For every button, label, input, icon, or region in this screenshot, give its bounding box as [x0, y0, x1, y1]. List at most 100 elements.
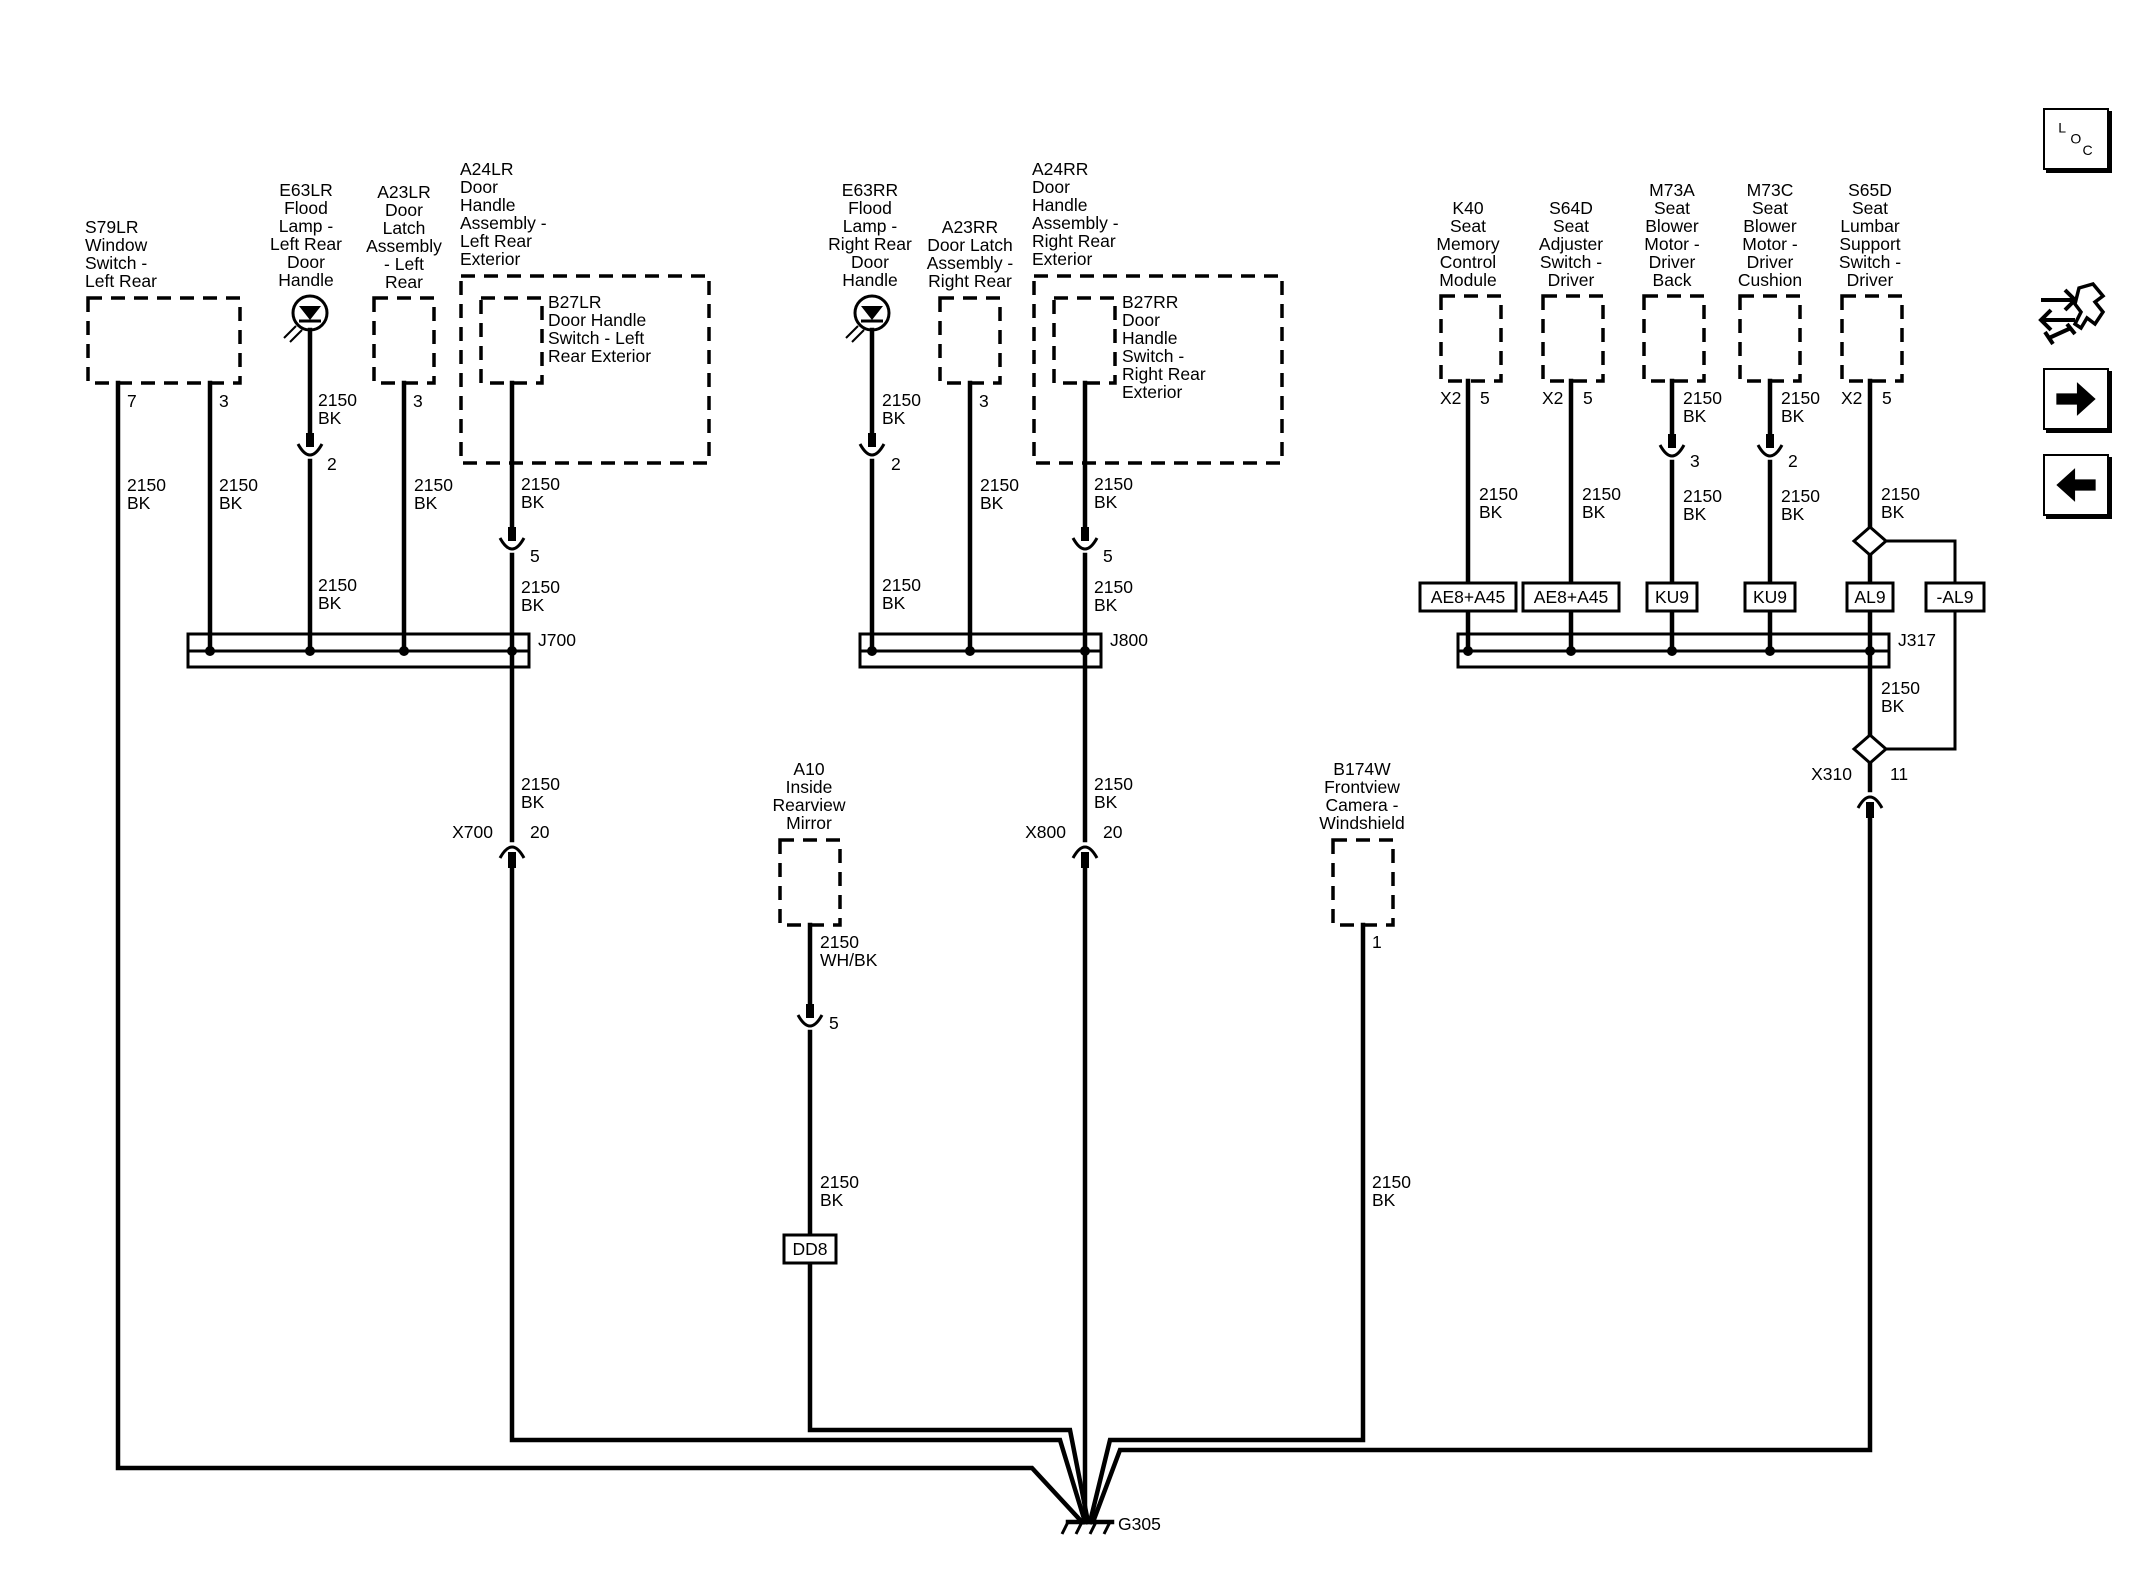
label-a24lr-line: Assembly - — [460, 213, 547, 233]
svg-text:2150: 2150 — [1094, 474, 1133, 494]
svg-text:2150: 2150 — [882, 575, 921, 595]
component-box-s65d[interactable] — [1840, 294, 1904, 383]
label-a23lr-line: Rear — [385, 272, 423, 292]
label-a23rr-line: A23RR — [942, 217, 998, 237]
component-box-a24lr[interactable] — [459, 274, 711, 465]
next-page-button[interactable] — [2043, 368, 2109, 430]
svg-text:2: 2 — [891, 454, 901, 474]
label-m73c-line: Blower — [1743, 216, 1797, 236]
label-e63lr-line: Lamp - — [279, 216, 334, 236]
label-m73c-line: Cushion — [1738, 270, 1802, 290]
label-s64d-line: Driver — [1548, 270, 1595, 290]
label-s65d-line: Switch - — [1839, 252, 1901, 272]
label-b174w-line: Camera - — [1326, 795, 1399, 815]
label-b27lr-line: B27LR — [548, 292, 602, 312]
label-b27rr-line: Switch - — [1122, 346, 1184, 366]
svg-text:3: 3 — [219, 391, 229, 411]
component-box-m73a[interactable] — [1642, 294, 1706, 383]
component-tool-button[interactable] — [2035, 278, 2113, 348]
label-k40-line: K40 — [1452, 198, 1483, 218]
label-b27rr-line: Right Rear — [1122, 364, 1206, 384]
component-box-b27lr[interactable] — [479, 296, 544, 385]
label-a24rr-line: Right Rear — [1032, 231, 1116, 251]
svg-text:2150: 2150 — [127, 475, 166, 495]
label-a24lr-line: A24LR — [460, 159, 514, 179]
svg-text:BK: BK — [1881, 696, 1905, 716]
svg-text:2150: 2150 — [1582, 484, 1621, 504]
ground-icon-g305[interactable] — [1060, 1519, 1115, 1535]
option-s64d: AE8+A45 — [1534, 587, 1608, 607]
label-e63rr-line: Handle — [842, 270, 897, 290]
svg-text:X2: X2 — [1841, 388, 1862, 408]
component-box-k40[interactable] — [1439, 294, 1503, 383]
component-box-a23lr[interactable] — [372, 296, 436, 385]
wires-right-group — [1090, 378, 1957, 1525]
component-box-s64d[interactable] — [1541, 294, 1605, 383]
svg-text:20: 20 — [530, 822, 550, 842]
svg-text:2150: 2150 — [521, 474, 560, 494]
label-m73c-line: Seat — [1752, 198, 1788, 218]
svg-text:BK: BK — [1781, 504, 1805, 524]
svg-text:L: L — [2058, 119, 2066, 135]
svg-text:2: 2 — [1788, 451, 1798, 471]
label-a10-line: Mirror — [786, 813, 832, 833]
component-box-m73c[interactable] — [1738, 294, 1802, 383]
label-b27lr-line: Switch - Left — [548, 328, 644, 348]
label-a23rr-line: Door Latch — [927, 235, 1013, 255]
svg-text:BK: BK — [219, 493, 243, 513]
option-s65d-alt: -AL9 — [1937, 587, 1974, 607]
svg-text:BK: BK — [318, 593, 342, 613]
svg-text:2150: 2150 — [980, 475, 1019, 495]
label-a24rr-line: A24RR — [1032, 159, 1088, 179]
svg-text:BK: BK — [1683, 504, 1707, 524]
component-box-b174w[interactable] — [1331, 838, 1395, 927]
label-a10-line: Inside — [786, 777, 833, 797]
component-box-a24rr[interactable] — [1032, 274, 1284, 465]
label-b174w-line: B174W — [1333, 759, 1391, 779]
lamp-icon-e63rr — [845, 294, 891, 343]
svg-text:BK: BK — [980, 493, 1004, 513]
svg-text:2150: 2150 — [219, 475, 258, 495]
ground-label: G305 — [1118, 1514, 1161, 1534]
label-b174w-line: Windshield — [1319, 813, 1405, 833]
svg-text:7: 7 — [127, 391, 137, 411]
label-s65d-line: Driver — [1847, 270, 1894, 290]
label-s79lr-line: Switch - — [85, 253, 147, 273]
previous-page-button[interactable] — [2043, 454, 2109, 516]
svg-text:O: O — [2070, 131, 2081, 147]
svg-text:BK: BK — [882, 408, 906, 428]
component-box-a10[interactable] — [778, 838, 842, 927]
component-box-b27rr[interactable] — [1052, 296, 1117, 385]
svg-text:X2: X2 — [1440, 388, 1461, 408]
svg-text:BK: BK — [1582, 502, 1606, 522]
label-s65d-line: Seat — [1852, 198, 1888, 218]
label-s64d-line: Adjuster — [1539, 234, 1603, 254]
svg-text:2150: 2150 — [318, 390, 357, 410]
svg-text:2150: 2150 — [414, 475, 453, 495]
svg-text:X2: X2 — [1542, 388, 1563, 408]
location-button[interactable]: L O C — [2043, 108, 2109, 170]
option-k40: AE8+A45 — [1431, 587, 1505, 607]
label-a23rr-line: Right Rear — [928, 271, 1012, 291]
label-e63rr-line: E63RR — [842, 180, 898, 200]
component-box-a23rr[interactable] — [938, 296, 1002, 385]
svg-text:2150: 2150 — [1781, 486, 1820, 506]
option-s65d: AL9 — [1854, 587, 1885, 607]
label-m73a-line: Seat — [1654, 198, 1690, 218]
label-e63rr-line: Flood — [848, 198, 892, 218]
label-a23lr-line: Latch — [383, 218, 426, 238]
inline-connectors — [296, 433, 1884, 1028]
label-m73a-line: Back — [1653, 270, 1692, 290]
svg-text:2150: 2150 — [1094, 577, 1133, 597]
label-e63rr-line: Door — [851, 252, 889, 272]
label-a23lr-line: A23LR — [377, 182, 431, 202]
component-box-s79lr[interactable] — [86, 296, 242, 385]
label-k40-line: Module — [1439, 270, 1496, 290]
label-s64d-line: Seat — [1553, 216, 1589, 236]
